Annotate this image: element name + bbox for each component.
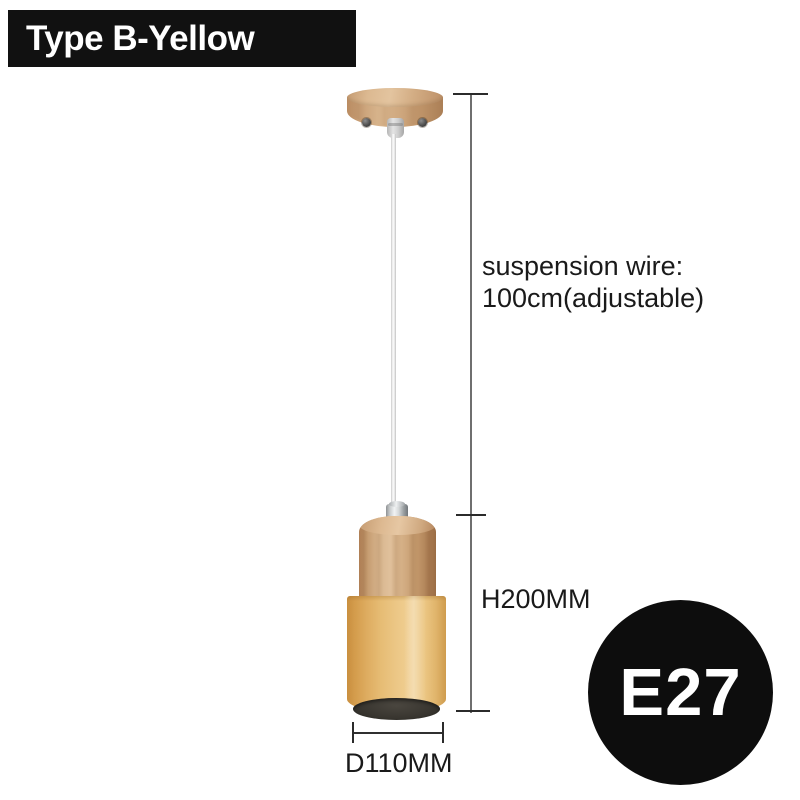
chrome-connector-cap [389,501,405,507]
diameter-tick-right [442,722,444,743]
diameter-label: D110MM [345,748,453,778]
cable-grip [387,118,404,138]
shade-interior-opening [353,698,440,720]
dimension-tick-top [453,93,488,95]
shade-top-shadow [347,596,446,601]
canopy-top-face [347,88,443,107]
suspension-wire [391,134,396,512]
e27-socket-badge-icon: E27 [588,600,773,785]
cable-grip-ring [388,123,403,126]
wood-body-top-face [359,516,436,535]
ceiling-canopy-icon [347,88,443,138]
yellow-lamp-shade [347,596,446,712]
suspension-wire-label: suspension wire: 100cm(adjustable) [482,251,782,315]
diameter-tick-left [352,722,354,743]
vertical-dimension-line [470,94,472,713]
e27-socket-text: E27 [619,655,742,730]
suspension-wire-label-line1: suspension wire: [482,251,684,281]
wood-lamp-body [359,516,436,602]
diameter-dimension-line [352,732,444,734]
shade-highlight [404,596,427,712]
screw-icon [418,118,427,127]
chrome-connector [386,504,408,519]
dimension-tick-middle [456,514,486,516]
variant-title-text: Type B-Yellow [26,19,255,58]
variant-title-badge: Type B-Yellow [8,10,356,67]
suspension-wire-label-line2: 100cm(adjustable) [482,282,705,313]
screw-icon [362,118,371,127]
dimension-tick-bottom [456,710,490,712]
height-label: H200MM [481,584,591,614]
